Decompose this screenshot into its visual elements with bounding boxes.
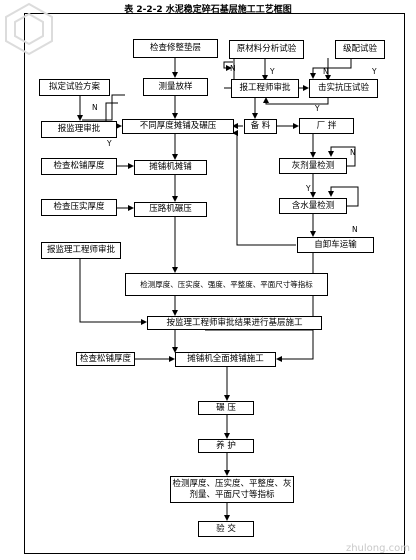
label-y-moisture: Y xyxy=(306,184,311,193)
node-batching: 备 料 xyxy=(244,119,277,134)
node-moisture-test: 含水量检测 xyxy=(279,198,347,214)
node-check-compacted-thickness: 检查压实厚度 xyxy=(41,199,117,216)
node-check-subbase: 检查修整垫层 xyxy=(133,39,218,58)
node-report-engineer-approval: 报工程师审批 xyxy=(231,79,299,98)
watermark-text: zhulong.com xyxy=(345,543,410,554)
label-n-grading: N xyxy=(323,67,329,76)
label-y-grading: Y xyxy=(372,67,377,76)
node-report-supervisor-approval: 报监理审批 xyxy=(41,121,117,138)
label-n-material: N xyxy=(230,64,236,73)
node-test-indicators-1: 检测厚度、压实度、强度、平整度、平面尺寸等指标 xyxy=(125,273,328,296)
node-compaction: 碾 压 xyxy=(198,401,254,415)
node-paver-full-laying: 摊铺机全面摊铺施工 xyxy=(175,352,276,367)
node-report-supervisor-engineer-approval: 报监理工程师审批 xyxy=(41,242,121,259)
label-n-test-plan: N xyxy=(92,103,98,112)
page-frame xyxy=(24,13,405,554)
node-curing: 养 护 xyxy=(198,439,254,453)
label-y-compressive: Y xyxy=(315,104,320,113)
node-test-indicators-2: 检测厚度、压实度、平整度、灰剂量、平面尺寸等指标 xyxy=(170,476,294,503)
label-n-cement: N xyxy=(350,148,356,157)
node-check-loose-thickness-2: 检查松铺厚度 xyxy=(76,352,135,366)
node-grading-test: 级配试验 xyxy=(335,40,385,59)
node-check-loose-thickness-1: 检查松铺厚度 xyxy=(41,158,117,175)
node-material-test: 原材料分析试验 xyxy=(229,40,304,59)
node-diff-thickness-compact: 不同厚度摊铺及碾压 xyxy=(122,119,234,134)
label-n-moisture: N xyxy=(352,225,358,234)
diagram-title: 表 2-2-2 水泥稳定碎石基层施工工艺框图 xyxy=(124,5,292,15)
node-construct-per-approval: 按监理工程师审批结果进行基层施工 xyxy=(147,316,322,330)
watermark-logo-icon xyxy=(5,2,53,56)
node-survey-layout: 测量放样 xyxy=(143,78,208,96)
node-plant-mix: 厂 拌 xyxy=(299,118,354,134)
node-roller-compact: 压路机碾压 xyxy=(134,202,207,217)
label-y-material: Y xyxy=(270,67,275,76)
label-y-test-plan: Y xyxy=(107,139,112,148)
node-acceptance: 验 交 xyxy=(198,521,254,537)
node-compressive-test: 击实抗压试验 xyxy=(309,79,378,98)
node-dump-truck: 自卸车运输 xyxy=(297,237,374,253)
node-cement-content-test: 灰剂量检测 xyxy=(279,158,347,174)
node-paver-laying: 摊铺机摊铺 xyxy=(134,160,207,175)
node-design-test-plan: 拟定试验方案 xyxy=(39,79,110,96)
